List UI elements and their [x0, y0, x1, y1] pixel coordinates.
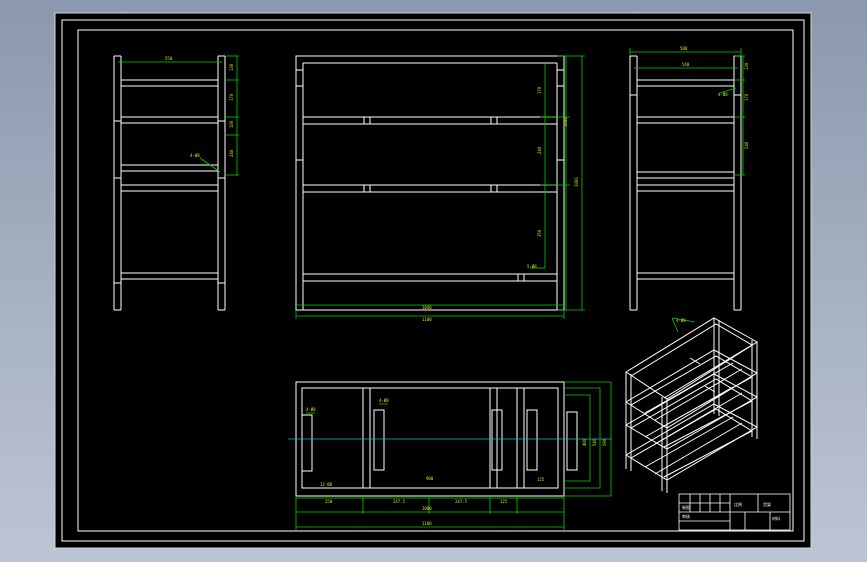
title-scale-label: 比例 — [734, 501, 742, 507]
svg-text:1000: 1000 — [422, 506, 432, 511]
svg-text:1100: 1100 — [422, 521, 432, 526]
svg-text:170: 170 — [229, 93, 234, 101]
svg-text:1000: 1000 — [563, 117, 568, 127]
svg-text:250: 250 — [325, 499, 333, 504]
front-view[interactable] — [295, 55, 565, 311]
side-view-left[interactable] — [113, 55, 226, 311]
svg-text:1060: 1060 — [574, 177, 579, 187]
svg-text:580: 580 — [602, 438, 607, 446]
side-view-right[interactable] — [629, 55, 742, 311]
svg-text:350: 350 — [537, 229, 542, 237]
svg-text:480: 480 — [582, 438, 587, 446]
svg-text:4-Ø8: 4-Ø8 — [306, 407, 316, 412]
svg-text:125: 125 — [500, 499, 508, 504]
svg-text:240: 240 — [744, 141, 749, 149]
front-view-dimension-text: 170 240 350 1000 1060 1040 1100 5-Ø8 — [422, 86, 579, 322]
svg-text:4-Ø8: 4-Ø8 — [718, 92, 728, 97]
title-block — [678, 493, 791, 531]
svg-text:170: 170 — [744, 93, 749, 101]
svg-text:540: 540 — [682, 62, 690, 67]
svg-text:247.5: 247.5 — [393, 499, 406, 504]
sheet-border-outer — [61, 19, 805, 542]
title-drawn-label: 制图 — [682, 504, 690, 510]
svg-text:12-Ø8: 12-Ø8 — [320, 482, 333, 487]
svg-text:125: 125 — [537, 477, 545, 482]
svg-text:900: 900 — [426, 476, 434, 481]
isometric-annotation — [671, 317, 696, 333]
top-view-dimension-text: 250 247.5 247.5 125 1000 1100 900 12-Ø8 … — [306, 398, 607, 526]
svg-text:170: 170 — [537, 86, 542, 94]
side-view-left-dimensions — [118, 55, 239, 176]
isometric-view[interactable] — [625, 317, 759, 493]
title-material-label: 材料 — [772, 515, 780, 521]
side-view-right-dimensions — [629, 48, 745, 176]
front-view-dimensions — [295, 55, 585, 319]
svg-text:4-Ø8: 4-Ø8 — [190, 153, 200, 158]
side-view-left-dimension-text: 550 130 170 100 240 4-Ø8 — [165, 56, 234, 158]
svg-text:540: 540 — [592, 438, 597, 446]
isometric-annotation-text: 4-Ø8 — [676, 318, 686, 323]
svg-text:1040: 1040 — [422, 305, 432, 310]
title-part-name: 货架 — [763, 501, 771, 507]
drawing-frame — [77, 29, 794, 532]
svg-text:130: 130 — [744, 62, 749, 70]
svg-text:580: 580 — [680, 46, 688, 51]
side-view-right-dimension-text: 580 540 130 170 240 4-Ø8 — [680, 46, 749, 149]
svg-text:240: 240 — [229, 149, 234, 157]
title-checked-label: 审核 — [682, 513, 690, 519]
svg-text:4-Ø8: 4-Ø8 — [379, 398, 389, 403]
svg-text:100: 100 — [229, 120, 234, 128]
svg-text:130: 130 — [229, 63, 234, 71]
svg-text:550: 550 — [165, 56, 173, 61]
svg-text:240: 240 — [537, 146, 542, 154]
svg-text:247.5: 247.5 — [455, 499, 468, 504]
top-view-dimensions — [295, 381, 612, 530]
svg-text:5-Ø8: 5-Ø8 — [527, 264, 537, 269]
svg-text:1100: 1100 — [422, 317, 432, 322]
